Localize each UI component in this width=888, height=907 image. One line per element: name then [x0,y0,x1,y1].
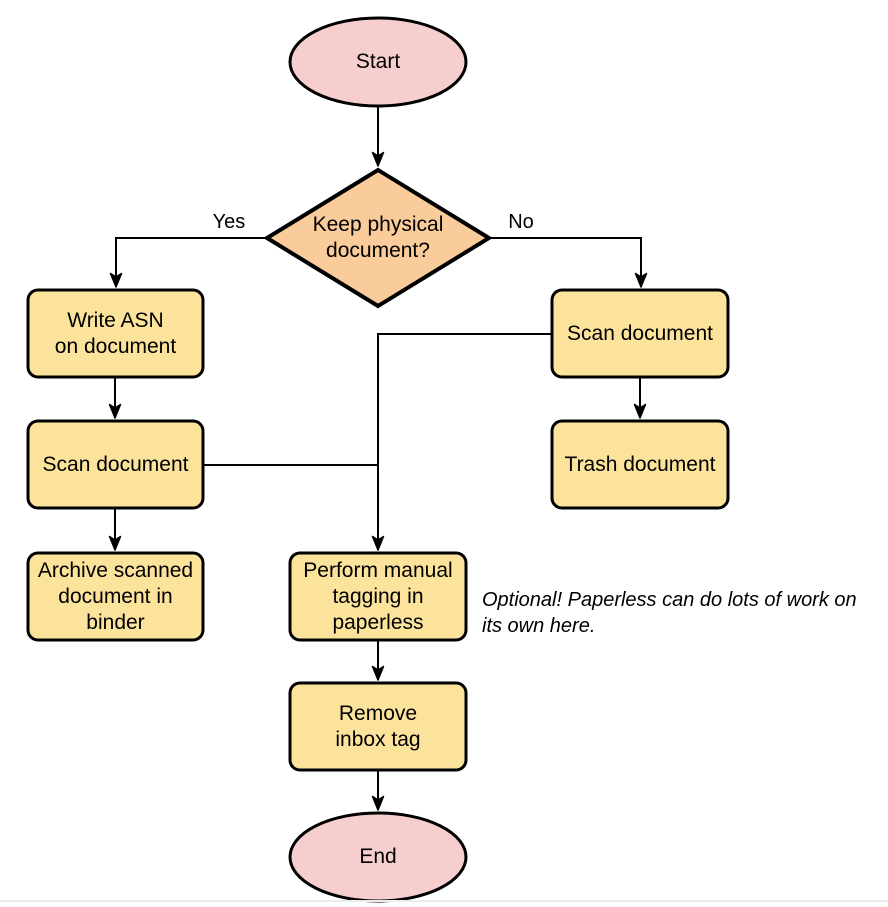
decision-diamond-shape [263,167,493,309]
start-terminator-shape [288,16,468,108]
archive-process-shape [26,551,205,642]
edge-decision-no-to-scan-right [489,237,648,288]
bottom-divider [0,900,888,902]
edge-decision-yes-to-write-asn [109,237,267,288]
write-asn-process-shape [26,288,205,379]
tagging-process-shape [288,551,468,642]
end-terminator-shape [288,811,468,903]
optional-note: Optional! Paperless can do lots of work … [482,589,857,637]
edge-label-no: No [508,211,534,233]
scan-left-process-shape [26,419,205,510]
remove-inbox-process-shape [288,681,468,772]
trash-process-shape [550,419,730,510]
edge-label-yes: Yes [212,211,246,233]
scan-right-process-shape [550,288,730,379]
edge-scan-right-to-tagging [371,333,552,551]
